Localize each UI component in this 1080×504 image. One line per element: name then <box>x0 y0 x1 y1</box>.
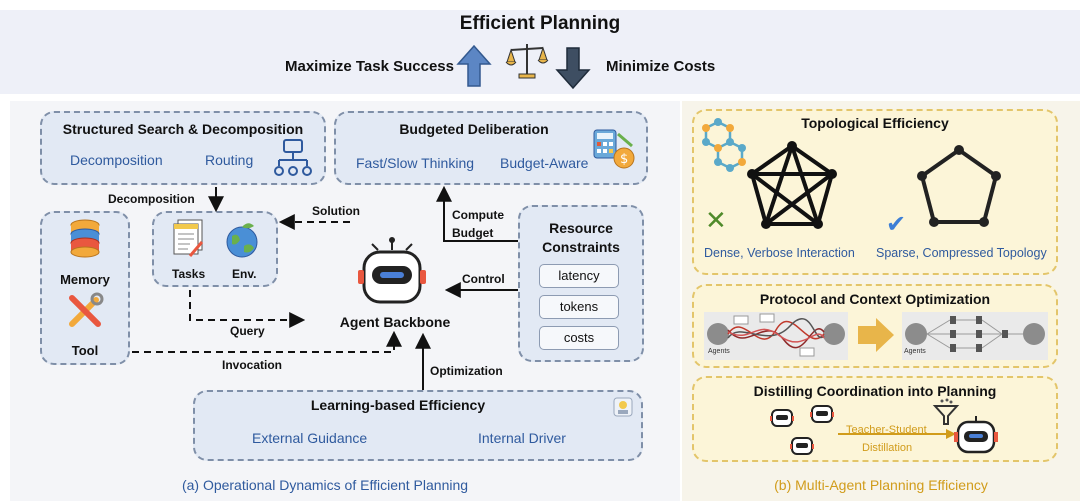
compute-arrow-label-2: Budget <box>452 226 494 240</box>
learning-efficiency-title: Learning-based Efficiency <box>310 397 486 413</box>
budget-item-fast-slow: Fast/Slow Thinking <box>356 155 475 171</box>
teacher-robots-icon <box>770 405 834 455</box>
compute-arrow-label-1: Compute <box>452 208 504 222</box>
protocol-agents-right: Agents <box>904 348 926 355</box>
protocol-illustration <box>704 312 1048 360</box>
tasks-icon <box>173 219 204 257</box>
distilling-title: Distilling Coordination into Planning <box>753 383 997 399</box>
tool-icon <box>69 292 104 327</box>
globe-icon <box>226 223 258 258</box>
left-arrows <box>132 185 518 390</box>
control-arrow-label: Control <box>462 272 505 286</box>
cross-icon: ✕ <box>705 206 727 236</box>
resource-title-line2: Constraints <box>542 239 620 255</box>
memory-label: Memory <box>60 272 110 287</box>
svg-text:$: $ <box>620 152 628 167</box>
distill-arrow-label-bottom: Distillation <box>862 442 913 454</box>
budget-item-budget-aware: Budget-Aware <box>500 155 589 171</box>
dense-label: Dense, Verbose Interaction <box>704 246 855 260</box>
search-item-routing: Routing <box>205 152 254 168</box>
learning-item-external: External Guidance <box>252 430 368 446</box>
left-caption: (a) Operational Dynamics of Efficient Pl… <box>181 477 469 493</box>
budgeted-deliberation-title: Budgeted Deliberation <box>399 121 549 137</box>
query-arrow-label: Query <box>230 324 265 338</box>
maximize-label: Maximize Task Success <box>285 58 454 75</box>
chip-tokens: tokens <box>539 295 619 319</box>
minimize-label: Minimize Costs <box>606 58 716 75</box>
page-title: Efficient Planning <box>459 13 621 34</box>
search-item-decomposition: Decomposition <box>70 152 163 168</box>
distilling-box <box>692 376 1058 462</box>
up-arrow-icon <box>456 44 492 87</box>
hierarchy-icon <box>274 139 312 176</box>
tasks-env-box <box>152 211 278 287</box>
learning-efficiency-box <box>193 390 643 461</box>
header-band <box>0 10 1080 94</box>
student-robot-icon <box>954 416 998 454</box>
learning-icon <box>613 397 633 417</box>
protocol-agents-left: Agents <box>708 348 730 355</box>
sparse-label: Sparse, Compressed Topology <box>876 246 1047 260</box>
chip-latency: latency <box>539 264 619 288</box>
structured-search-title: Structured Search & Decomposition <box>62 121 304 137</box>
molecule-icon <box>702 118 746 172</box>
resource-title-line1: Resource <box>549 220 613 236</box>
robot-icon <box>358 237 426 304</box>
dense-graph <box>747 141 837 229</box>
tasks-label: Tasks <box>172 267 206 281</box>
sparse-graph <box>917 145 1001 227</box>
calculator-coin-icon: $ <box>593 129 635 169</box>
env-label: Env. <box>232 267 257 281</box>
distillation-arrow <box>838 429 956 439</box>
database-icon <box>70 219 100 258</box>
right-caption: (b) Multi-Agent Planning Efficiency <box>774 477 988 493</box>
chip-costs: costs <box>539 326 619 350</box>
learning-item-internal: Internal Driver <box>478 430 566 446</box>
funnel-icon <box>932 398 960 425</box>
decomposition-arrow-label: Decomposition <box>108 192 195 206</box>
balance-scale-icon <box>505 44 549 79</box>
down-arrow-icon <box>555 47 591 90</box>
topological-title: Topological Efficiency <box>801 115 949 131</box>
topological-box <box>692 109 1058 275</box>
agent-backbone-label: Agent Backbone <box>339 314 451 330</box>
solution-arrow-label: Solution <box>312 204 360 218</box>
optimization-arrow-label: Optimization <box>430 364 503 378</box>
tool-label: Tool <box>71 343 99 358</box>
check-icon: ✔ <box>886 210 907 238</box>
invocation-arrow-label: Invocation <box>222 358 283 372</box>
protocol-title: Protocol and Context Optimization <box>759 291 991 307</box>
structured-search-box <box>40 111 326 185</box>
distill-arrow-label-top: Teacher-Student <box>846 424 927 436</box>
